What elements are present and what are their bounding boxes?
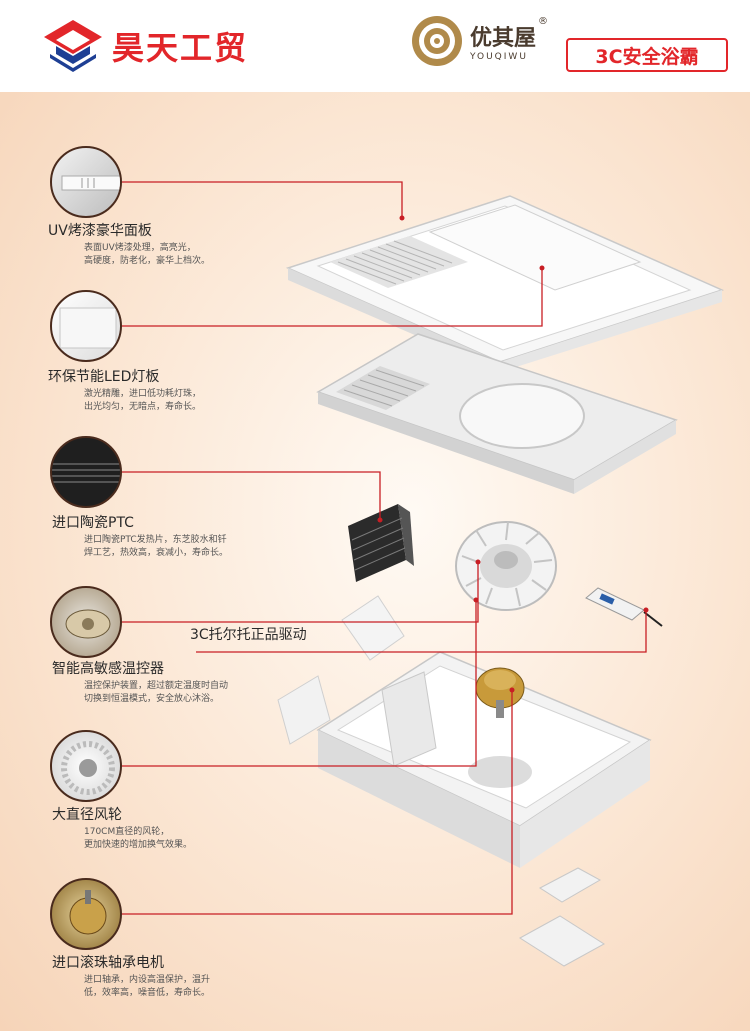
feature-title: 进口陶瓷PTC (52, 515, 134, 531)
leader-dots (377, 215, 649, 693)
driver-label: 3C托尔托正品驱动 (190, 627, 307, 643)
haotian-logo-icon (44, 20, 102, 72)
safety-badge: 3C安全浴霸 (566, 38, 728, 72)
header: 昊天工贸 优其屋 YOUQIWU ® 3C安全浴霸 (0, 0, 750, 92)
partner-name-cn: 优其屋 (470, 26, 537, 51)
feature-desc: 表面UV烤漆处理，高亮光，高硬度，防老化，豪华上档次。 (84, 243, 211, 266)
motor-thumb-icon (50, 878, 122, 950)
side-plate-part-2 (277, 675, 331, 745)
feature-title: 环保节能LED灯板 (48, 369, 160, 385)
feature-desc: 进口轴承，内设高温保护，温升低，效率高，噪音低，寿命长。 (84, 975, 211, 998)
fan-wheel-part (455, 521, 557, 611)
thermostat-thumb-icon (50, 586, 122, 658)
feature-desc: 170CM直径的风轮，更加快速的增加换气效果。 (84, 827, 193, 850)
led-board-part (316, 333, 678, 494)
feature-title: 进口滚珠轴承电机 (52, 955, 164, 971)
driver-part (585, 587, 663, 627)
leader-lines (120, 181, 647, 915)
feature-title: UV烤漆豪华面板 (48, 223, 152, 239)
brand-name: 昊天工贸 (112, 29, 249, 67)
housing-part (316, 651, 652, 868)
uv-panel-part (285, 195, 725, 372)
bottom-cover-part (539, 867, 602, 903)
feature-title: 智能高敏感温控器 (52, 661, 164, 677)
youqiwu-logo-icon (412, 16, 462, 66)
feature-desc: 激光精雕，进口低功耗灯珠，出光均匀，无暗点，寿命长。 (84, 389, 202, 412)
feature-title: 大直径风轮 (52, 807, 122, 823)
panel-thumb-icon (50, 146, 122, 218)
fan-wheel-thumb-icon (50, 730, 122, 802)
ptc-heater-part (348, 504, 414, 582)
side-plate-part (341, 595, 405, 661)
feature-desc: 温控保护装置，超过额定温度时自动切换到恒温模式，安全放心沐浴。 (84, 681, 229, 704)
ptc-heater-thumb-icon (50, 436, 122, 508)
bottom-cover-part-2 (519, 915, 605, 967)
partner-name-en: YOUQIWU (470, 52, 528, 62)
partner-brand: 优其屋 YOUQIWU ® (410, 14, 548, 68)
registered-mark: ® (538, 16, 549, 27)
led-board-thumb-icon (50, 290, 122, 362)
brand-left: 昊天工贸 (44, 20, 248, 72)
feature-desc: 进口陶瓷PTC发热片，东芝胶水和钎焊工艺，热效高，衰减小，寿命长。 (84, 535, 229, 558)
